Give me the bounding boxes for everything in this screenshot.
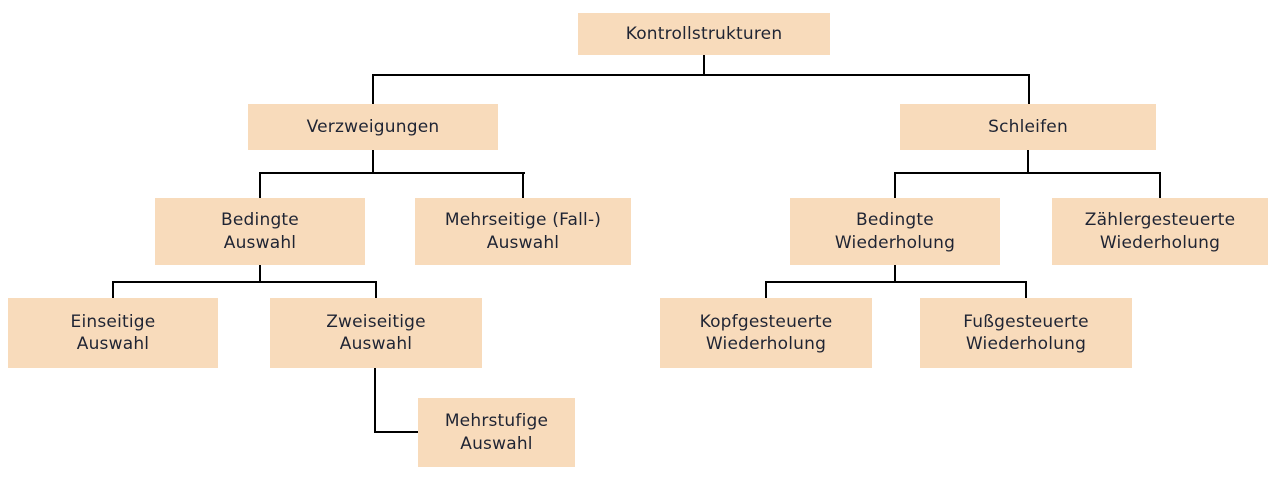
connector-line <box>765 281 1027 283</box>
connector-line <box>522 172 524 198</box>
node-kopfgesteuerte-wiederholung: Kopfgesteuerte Wiederholung <box>660 298 872 368</box>
connector-line <box>112 281 114 298</box>
connector-line <box>375 281 377 298</box>
node-bedingte-wiederholung: Bedingte Wiederholung <box>790 198 1000 265</box>
connector-line <box>1028 74 1030 104</box>
connector-line <box>112 281 377 283</box>
connector-line <box>259 172 525 174</box>
connector-line <box>703 55 705 76</box>
connector-line <box>259 265 261 283</box>
connector-line <box>374 431 418 433</box>
connector-line <box>894 172 896 198</box>
node-fussgesteuerte-wiederholung: Fußgesteuerte Wiederholung <box>920 298 1132 368</box>
node-zweiseitige-auswahl: Zweiseitige Auswahl <box>270 298 482 368</box>
connector-line <box>1159 172 1161 198</box>
connector-line <box>765 281 767 298</box>
connector-line <box>259 172 261 198</box>
node-mehrstufige-auswahl: Mehrstufige Auswahl <box>418 398 575 467</box>
node-kontrollstrukturen: Kontrollstrukturen <box>578 13 830 55</box>
connector-line <box>894 265 896 283</box>
node-zaehlergesteuerte-wiederholung: Zählergesteuerte Wiederholung <box>1052 198 1268 265</box>
connector-line <box>372 74 374 104</box>
connector-line <box>374 368 376 433</box>
node-schleifen: Schleifen <box>900 104 1156 150</box>
node-verzweigungen: Verzweigungen <box>248 104 498 150</box>
connector-line <box>372 74 1030 76</box>
node-mehrseitige-fall-auswahl: Mehrseitige (Fall-) Auswahl <box>415 198 631 265</box>
connector-line <box>1027 150 1029 174</box>
node-bedingte-auswahl: Bedingte Auswahl <box>155 198 365 265</box>
connector-line <box>894 172 1161 174</box>
connector-line <box>1025 281 1027 298</box>
connector-line <box>372 150 374 174</box>
node-einseitige-auswahl: Einseitige Auswahl <box>8 298 218 368</box>
